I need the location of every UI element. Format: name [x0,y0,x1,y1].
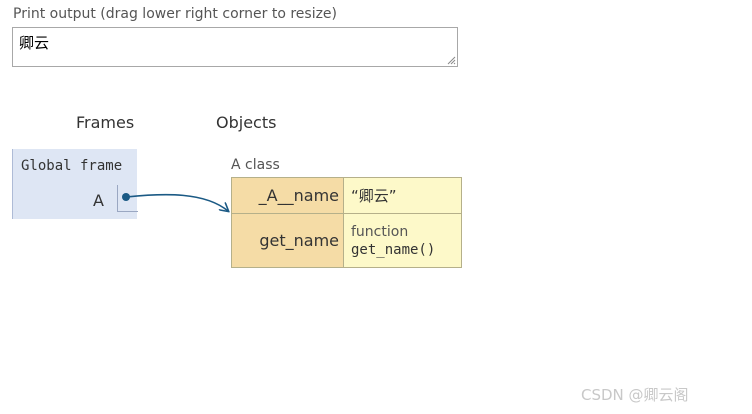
class-attr-value: “卿云” [343,177,462,214]
objects-header: Objects [216,113,277,132]
print-output-label: Print output (drag lower right corner to… [13,6,338,22]
frames-header: Frames [76,113,135,132]
class-attr-value: function get_name() [343,213,462,268]
print-output-box[interactable]: 卿云 [12,27,458,67]
class-object-label: A class [231,157,280,173]
class-object-table: _A__name “卿云” get_name function get_name… [231,177,462,268]
print-output-text: 卿云 [19,34,50,52]
class-attr-key: get_name [231,213,344,268]
pointer-line [125,193,228,211]
function-name: get_name() [351,241,436,258]
function-type-label: function [351,223,409,240]
class-attr-key: _A__name [231,177,344,214]
global-frame-title: Global frame [21,158,123,174]
class-attr-row: get_name function get_name() [231,213,462,268]
class-attr-row: _A__name “卿云” [231,177,462,214]
frame-variable-name: A [93,191,104,210]
frame-variable-slot [117,185,138,212]
resize-grip-icon[interactable] [447,56,456,65]
watermark: CSDN @卿云阁 [581,386,689,404]
global-frame: Global frame A [12,149,138,219]
